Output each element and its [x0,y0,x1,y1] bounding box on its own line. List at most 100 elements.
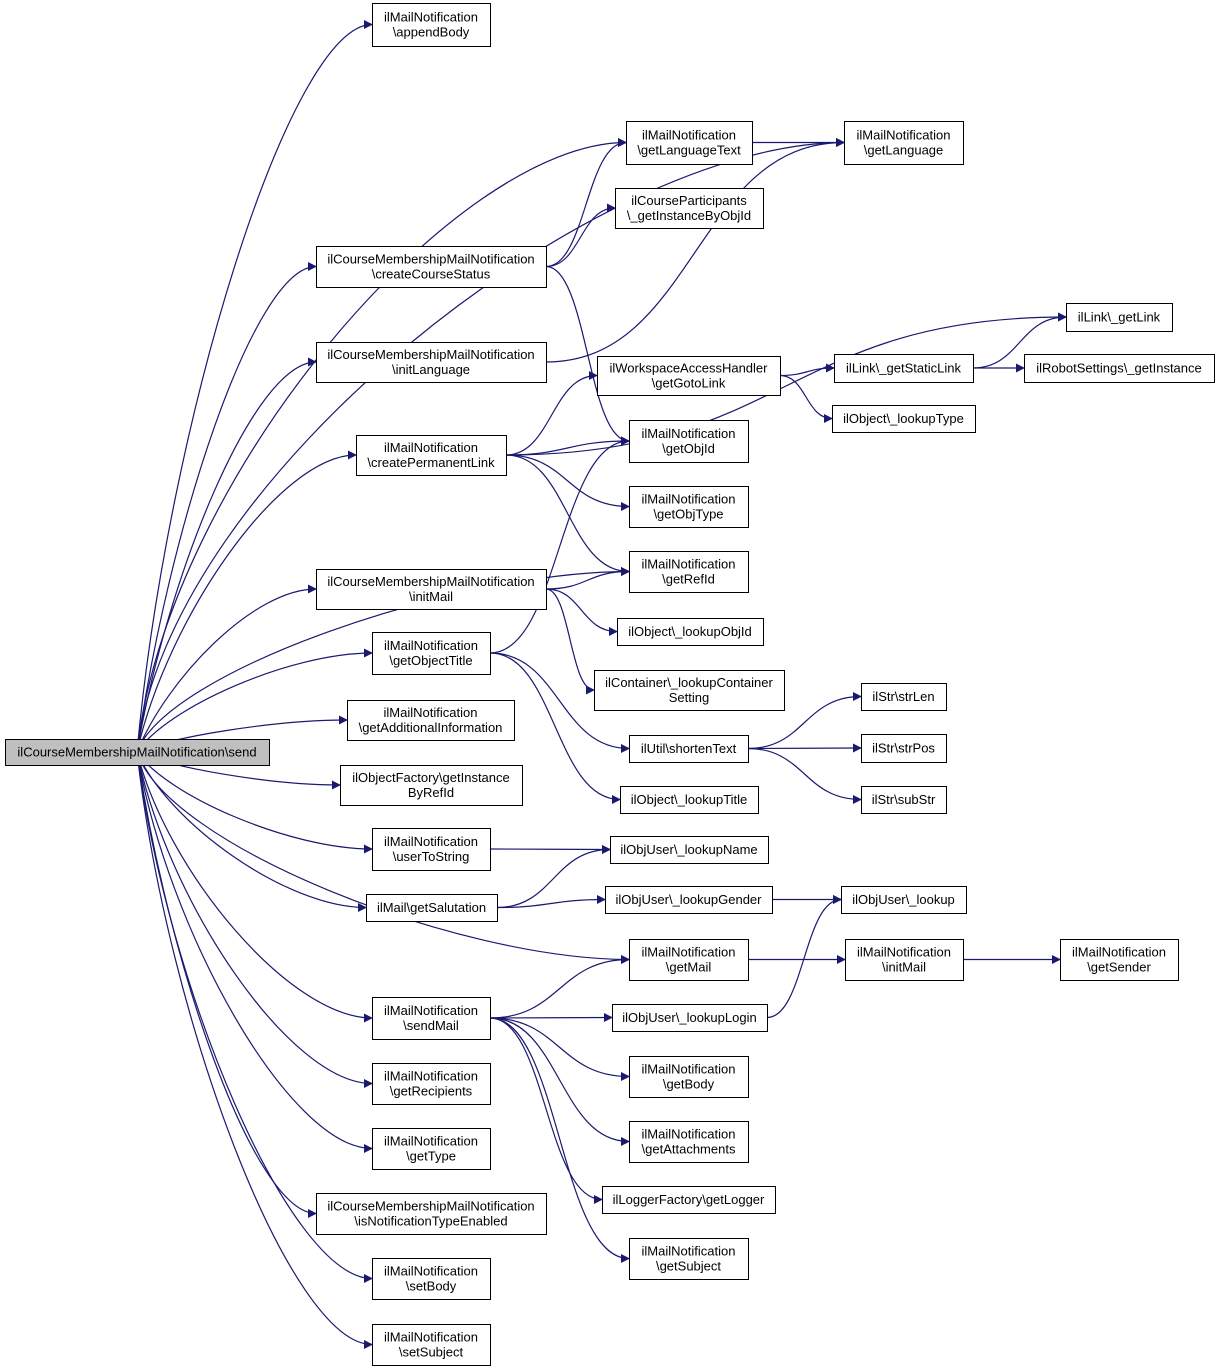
node-userToString[interactable]: ilMailNotification\userToString [372,828,491,871]
node-label: ilMailNotification [1072,945,1166,960]
node-getType[interactable]: ilMailNotification\getType [372,1128,491,1170]
node-getObjectTitle[interactable]: ilMailNotification\getObjectTitle [372,632,491,675]
node-initMail[interactable]: ilCourseMembershipMailNotification\initM… [316,569,547,610]
node-root[interactable]: ilCourseMembershipMailNotification\send [5,739,270,766]
node-initLanguage[interactable]: ilCourseMembershipMailNotification\initL… [316,342,547,383]
node-lookupObjId[interactable]: ilObject\_lookupObjId [617,618,764,646]
edge-root-to-getRefId [136,567,630,753]
node-getGotoLink[interactable]: ilWorkspaceAccessHandler\getGotoLink [597,356,781,396]
node-getInstanceByObjId[interactable]: ilCourseParticipants\_getInstanceByObjId [615,188,764,229]
edge-getStaticLink-to-getLink [972,312,1067,369]
node-getLink[interactable]: ilLink\_getLink [1066,303,1173,332]
edge-sendMail-to-getLogger [489,1017,603,1204]
node-getSalutation[interactable]: ilMail\getSalutation [366,894,498,922]
edge-createPermanentLink-to-getObjId [505,436,630,456]
node-box [597,356,781,396]
node-label: \sendMail [403,1018,459,1033]
node-label: ilMailNotification [642,426,736,441]
edge-createCourseStatus-to-getInstanceByObjId [545,203,616,268]
node-box [629,1121,749,1163]
node-box [1060,939,1179,981]
node-label: \createCourseStatus [372,267,491,282]
node-label: \getGotoLink [652,376,726,391]
node-label: ilMailNotification [642,945,736,960]
node-createCourseStatus[interactable]: ilCourseMembershipMailNotification\creat… [316,246,547,288]
node-getSender[interactable]: ilMailNotification\getSender [1060,939,1179,981]
node-label: ilMailNotification [384,834,478,849]
node-getLanguageText[interactable]: ilMailNotification\getLanguageText [626,121,753,165]
node-box [316,569,547,610]
edge-root-to-getType [136,751,373,1153]
edge-root-to-initMail [136,584,317,753]
node-getLogger[interactable]: ilLoggerFactory\getLogger [602,1186,776,1214]
node-getSubject[interactable]: ilMailNotification\getSubject [629,1238,749,1280]
node-label: \getLanguageText [637,143,741,158]
node-getAttachments[interactable]: ilMailNotification\getAttachments [629,1121,749,1163]
node-subStr[interactable]: ilStr\subStr [861,786,947,814]
node-lookup[interactable]: ilObjUser\_lookup [841,886,967,914]
node-label: ilMailNotification [642,557,736,572]
edge-createCourseStatus-to-getLanguageText [545,138,627,268]
node-appendBody[interactable]: ilMailNotification\appendBody [372,3,491,47]
node-shortenText[interactable]: ilUtil\shortenText [629,735,749,763]
node-box [372,632,491,675]
node-label: \getObjectTitle [389,653,472,668]
node-initMailN[interactable]: ilMailNotification\initMail [845,939,964,981]
node-sendMail[interactable]: ilMailNotification\sendMail [372,997,491,1040]
node-box [626,121,753,165]
node-label: \getMail [666,960,712,975]
node-label: ilMailNotification [642,492,736,507]
node-box [861,683,947,711]
node-box [629,486,749,528]
node-label: ilMailNotification [384,638,478,653]
node-box [347,700,515,741]
node-isNotificationTypeEnabled[interactable]: ilCourseMembershipMailNotification\isNot… [316,1193,547,1235]
node-label: ilObjUser\_lookupName [620,842,757,857]
node-setSubject[interactable]: ilMailNotification\setSubject [372,1324,491,1366]
node-label: ilMailNotification [384,10,478,25]
node-createPermanentLink[interactable]: ilMailNotification\createPermanentLink [356,435,507,476]
node-getAdditionalInformation[interactable]: ilMailNotification\getAdditionalInformat… [347,700,515,741]
node-getBody[interactable]: ilMailNotification\getBody [629,1056,749,1098]
edge-shortenText-to-strPos [747,743,862,753]
edge-createPermanentLink-to-getLink [505,312,1067,456]
node-label: ilMailNotification [857,945,951,960]
node-getObjId[interactable]: ilMailNotification\getObjId [629,420,749,463]
edge-sendMail-to-getMail [489,955,630,1019]
node-label: \isNotificationTypeEnabled [354,1214,507,1229]
node-box [372,1128,491,1170]
node-getLanguage[interactable]: ilMailNotification\getLanguage [844,121,964,165]
edge-root-to-setSubject [136,751,373,1349]
node-getRecipients[interactable]: ilMailNotification\getRecipients [372,1063,491,1105]
node-getObjType[interactable]: ilMailNotification\getObjType [629,486,749,528]
node-setBody[interactable]: ilMailNotification\setBody [372,1258,491,1300]
node-box [620,786,759,814]
node-getRefId[interactable]: ilMailNotification\getRefId [629,551,749,593]
edge-getObjectTitle-to-getObjId [489,436,630,654]
node-label: ilObject\_lookupObjId [628,624,752,639]
node-lookupGender[interactable]: ilObjUser\_lookupGender [605,886,773,914]
edge-root-to-setBody [136,751,373,1283]
node-box [834,354,974,383]
node-label: ilLoggerFactory\getLogger [613,1192,765,1207]
node-getStaticLink[interactable]: ilLink\_getStaticLink [834,354,974,383]
node-lookupLogin[interactable]: ilObjUser\_lookupLogin [612,1004,768,1032]
edge-initLanguage-to-getLanguage [545,138,845,363]
node-lookupTitle[interactable]: ilObject\_lookupTitle [620,786,759,814]
node-label: ilCourseMembershipMailNotification [327,252,534,267]
node-strPos[interactable]: ilStr\strPos [861,734,947,763]
node-label: \initMail [882,960,926,975]
node-box [316,342,547,383]
node-box [605,886,773,914]
node-label: ilMailNotification [642,1062,736,1077]
node-lookupName[interactable]: ilObjUser\_lookupName [610,836,769,864]
edge-shortenText-to-subStr [747,747,862,804]
node-lookupType[interactable]: ilObject\_lookupType [832,405,976,433]
node-label: \getLanguage [864,143,944,158]
edge-createCourseStatus-to-getObjId [545,265,630,446]
node-robotGetInstance[interactable]: ilRobotSettings\_getInstance [1024,354,1215,383]
node-getMail[interactable]: ilMailNotification\getMail [629,939,749,981]
node-strLen[interactable]: ilStr\strLen [861,683,947,711]
